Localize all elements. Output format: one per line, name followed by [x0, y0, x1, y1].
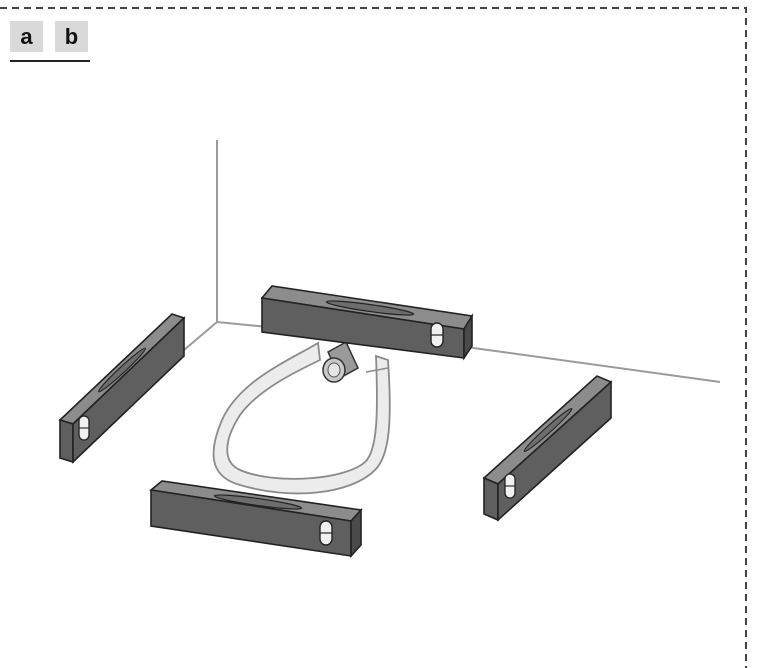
tab-b-label: b [64, 23, 79, 49]
spirit-level-right [482, 375, 613, 522]
clip-cylinder-icon [322, 340, 359, 383]
tab-a[interactable]: a [10, 21, 43, 52]
strap-icon [212, 341, 391, 495]
spirit-level-back [260, 285, 474, 361]
tab-a-label: a [20, 23, 33, 49]
room-corner-lines [183, 140, 721, 383]
tab-b[interactable]: b [55, 21, 88, 52]
spirit-level-left [58, 313, 186, 464]
spirit-level-front [149, 480, 363, 559]
tab-underline [10, 60, 90, 62]
